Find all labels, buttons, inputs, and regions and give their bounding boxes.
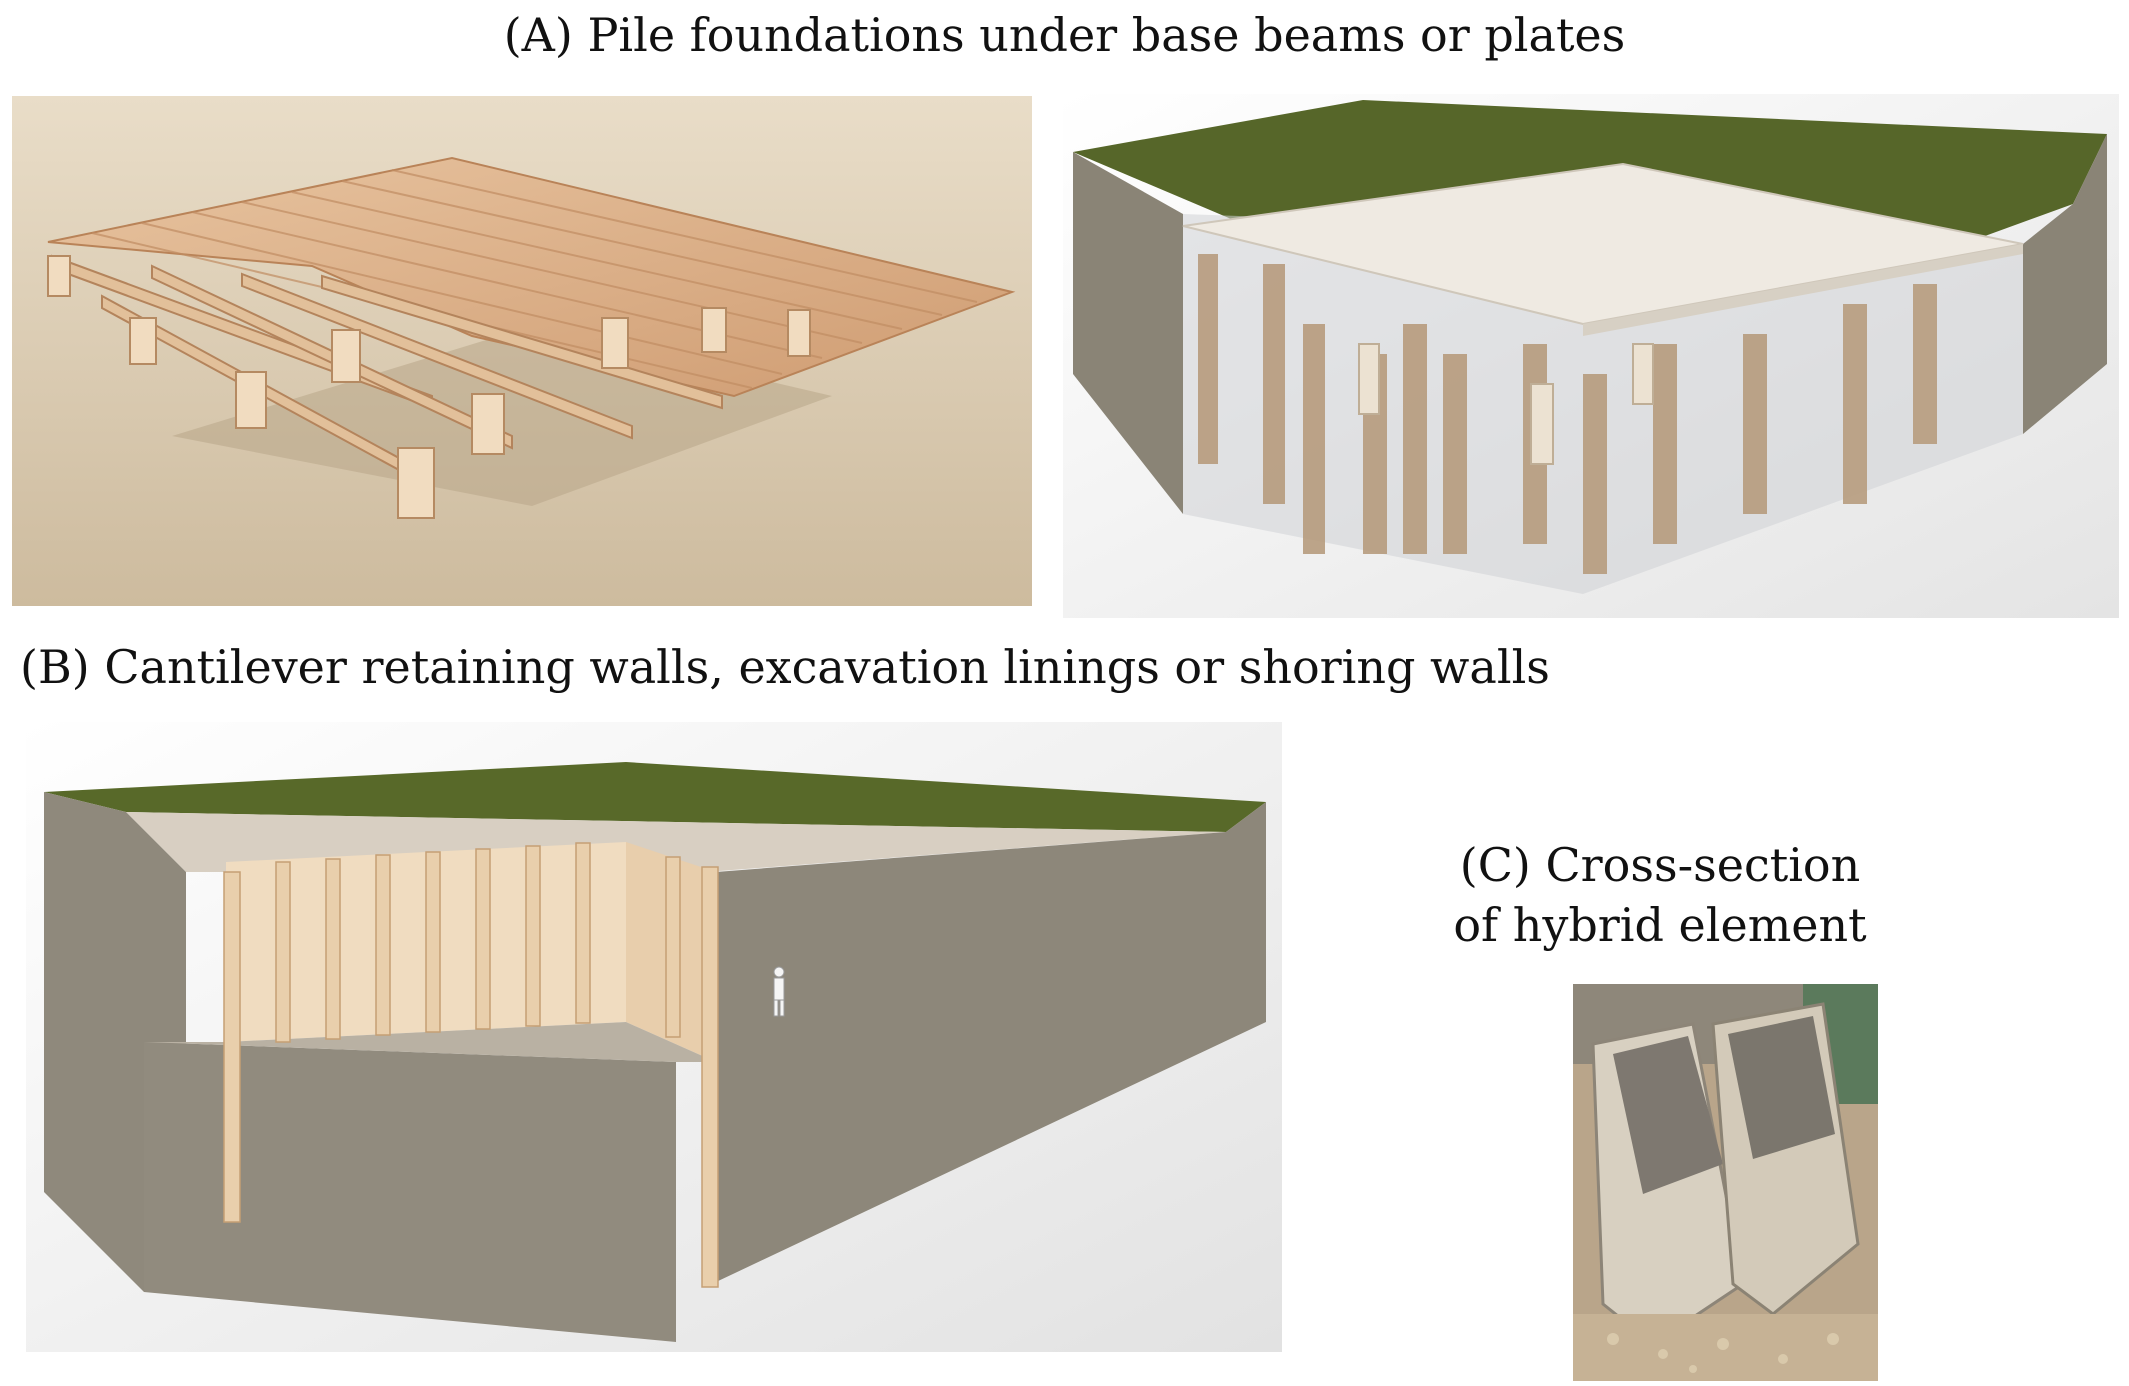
retaining-wall-illustration [26,722,1282,1352]
caption-c-line1: (C) Cross-section [1459,838,1861,892]
caption-b: (B) Cantilever retaining walls, excavati… [20,640,1550,694]
caption-a: (A) Pile foundations under base beams or… [503,8,1626,62]
caption-c-line2: of hybrid element [1453,898,1867,952]
caption-c: (C) Cross-section of hybrid element [1440,835,1880,955]
timber-deck-on-piles-image [12,96,1032,606]
timber-deck-illustration [12,96,1032,606]
hybrid-element-cross-section-illustration [1573,984,1878,1381]
plate-on-piles-cutaway-image [1063,94,2119,618]
retaining-wall-excavation-image [26,722,1282,1352]
plate-on-piles-illustration [1063,94,2119,618]
hybrid-element-photo [1573,984,1878,1381]
